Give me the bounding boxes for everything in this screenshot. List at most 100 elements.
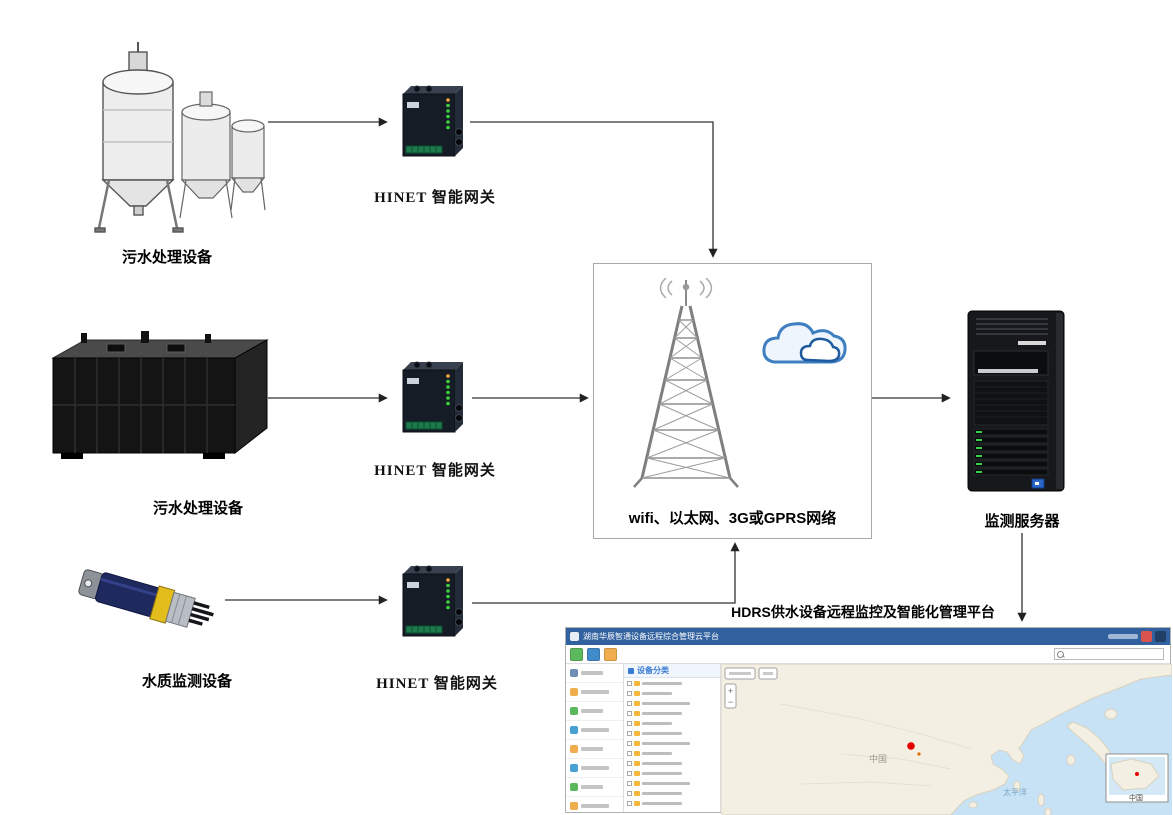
toolbar-edit-button[interactable] <box>587 647 600 661</box>
dashboard-title: 湖南华辰智通设备远程综合管理云平台 <box>583 632 719 641</box>
menu-item[interactable] <box>566 664 623 683</box>
tree-expand-icon[interactable] <box>627 740 632 746</box>
tree-item[interactable] <box>624 688 720 698</box>
toolbar-refresh-button[interactable] <box>604 647 617 661</box>
tree-expand-icon[interactable] <box>627 770 632 776</box>
menu-item-icon <box>570 802 578 810</box>
tree-expand-icon[interactable] <box>627 790 632 796</box>
zoom-in-button[interactable]: + <box>728 686 733 696</box>
map-canvas[interactable]: 中国 太平洋 + − <box>721 664 1172 815</box>
network-label: wifi、以太网、3G或GPRS网络 <box>628 510 837 527</box>
folder-icon <box>634 680 640 686</box>
network-box: wifi、以太网、3G或GPRS网络 <box>593 263 872 539</box>
folder-icon <box>634 750 640 756</box>
map-marker-small[interactable] <box>917 752 921 756</box>
menu-item-icon <box>570 707 578 715</box>
tree-expand-icon[interactable] <box>627 780 632 786</box>
menu-item[interactable] <box>566 702 623 721</box>
dashboard-header: 湖南华辰智通设备远程综合管理云平台 <box>566 628 1170 645</box>
map-land-kyushu <box>1066 754 1076 766</box>
folder-icon <box>634 690 640 696</box>
tree-header-icon <box>628 667 634 674</box>
tree-item-label <box>642 711 682 715</box>
tree-item[interactable] <box>624 698 720 708</box>
cloud-icon <box>762 322 847 364</box>
menu-item[interactable] <box>566 740 623 759</box>
server-figure <box>958 305 1086 502</box>
gateway3-figure <box>393 562 473 649</box>
tree-item[interactable] <box>624 738 720 748</box>
tree-expand-icon[interactable] <box>627 720 632 726</box>
menu-item-icon <box>570 669 578 677</box>
map-country-label: 中国 <box>869 753 887 764</box>
gateway2-figure <box>393 358 473 445</box>
server-illustration <box>967 310 1065 492</box>
map-marker[interactable] <box>907 742 915 750</box>
tree-item[interactable] <box>624 758 720 768</box>
menu-item[interactable] <box>566 683 623 702</box>
sensor-label: 水质监测设备 <box>141 673 232 690</box>
map-land-hokkaido <box>1104 708 1118 720</box>
tree-item[interactable] <box>624 708 720 718</box>
toolbar-add-button[interactable] <box>570 647 583 661</box>
arrow-gateway3-network <box>472 542 740 604</box>
menu-item-icon <box>570 745 578 753</box>
search-input[interactable] <box>1054 648 1164 660</box>
menu-item-label <box>581 804 609 808</box>
tree-item[interactable] <box>624 748 720 758</box>
tree-item[interactable] <box>624 768 720 778</box>
tree-item-label <box>642 771 682 775</box>
tree-item[interactable] <box>624 788 720 798</box>
menu-item-icon <box>570 688 578 696</box>
tree-item[interactable] <box>624 728 720 738</box>
menu-item-label <box>581 766 609 770</box>
tree-item[interactable] <box>624 718 720 728</box>
gateway-illustration <box>402 565 463 637</box>
tree-expand-icon[interactable] <box>627 800 632 806</box>
device-tree-panel: 设备分类 <box>624 664 721 812</box>
tree-item-label <box>642 741 690 745</box>
tree-item-label <box>642 751 672 755</box>
menu-item-label <box>581 785 603 789</box>
menu-item[interactable] <box>566 721 623 740</box>
tree-item[interactable] <box>624 678 720 688</box>
platform-title: HDRS供水设备远程监控及智能化管理平台 <box>731 604 995 620</box>
map-panel[interactable]: 中国 太平洋 + − <box>721 664 1172 815</box>
tree-expand-icon[interactable] <box>627 700 632 706</box>
menu-item-label <box>581 728 609 732</box>
gateway1-label: HINET 智能网关 <box>374 190 496 206</box>
map-type-control[interactable] <box>724 667 778 680</box>
alarm-icon[interactable] <box>1141 631 1152 642</box>
tree-expand-icon[interactable] <box>627 710 632 716</box>
tree-item-label <box>642 721 672 725</box>
folder-icon <box>634 730 640 736</box>
device-tree-list <box>624 678 720 808</box>
map-inset[interactable]: 中国 <box>1105 753 1169 803</box>
folder-icon <box>634 720 640 726</box>
sewage-tank2-figure <box>45 330 270 472</box>
menu-item-icon <box>570 783 578 791</box>
map-zoom-control[interactable]: + − <box>724 683 737 709</box>
menu-item-icon <box>570 764 578 772</box>
tree-item[interactable] <box>624 798 720 808</box>
menu-item[interactable] <box>566 797 623 812</box>
tree-expand-icon[interactable] <box>627 750 632 756</box>
user-avatar[interactable] <box>1155 631 1166 642</box>
zoom-out-button[interactable]: − <box>728 697 733 707</box>
gateway2-label: HINET 智能网关 <box>374 463 496 479</box>
dashboard-toolbar <box>566 645 1170 664</box>
inset-country-label: 中国 <box>1129 793 1143 802</box>
user-info-text <box>1108 634 1138 639</box>
menu-item[interactable] <box>566 778 623 797</box>
tree-expand-icon[interactable] <box>627 690 632 696</box>
search-icon <box>1057 650 1064 658</box>
tree-item[interactable] <box>624 778 720 788</box>
tree-expand-icon[interactable] <box>627 730 632 736</box>
menu-item-label <box>581 671 603 675</box>
tree-expand-icon[interactable] <box>627 680 632 686</box>
menu-item[interactable] <box>566 759 623 778</box>
menu-item-label <box>581 709 603 713</box>
folder-icon <box>634 710 640 716</box>
tree-expand-icon[interactable] <box>627 760 632 766</box>
